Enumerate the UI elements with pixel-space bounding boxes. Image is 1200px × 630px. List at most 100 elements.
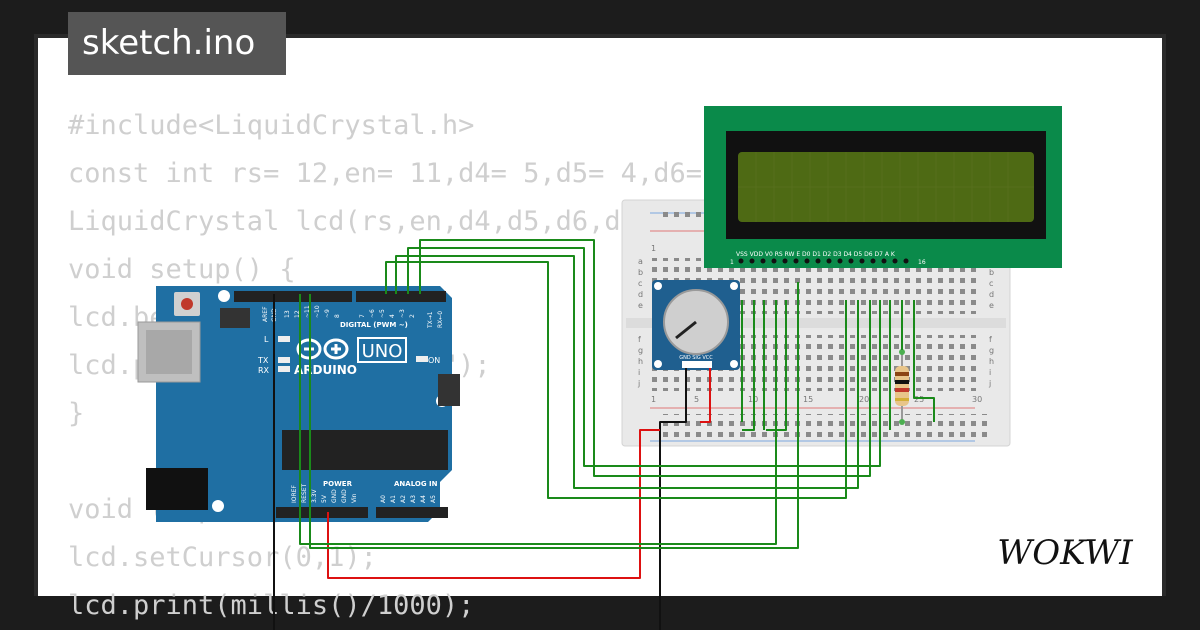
row-letter: c — [638, 279, 642, 288]
analog-pin-label: A4 — [420, 495, 427, 503]
board-model: UNO — [362, 341, 403, 362]
breadboard-col-number: 25 — [914, 395, 924, 404]
power-header — [276, 507, 368, 518]
wire-lcd-vdd[interactable] — [742, 300, 755, 431]
analog-pin-label: A2 — [400, 495, 407, 503]
wire-pot-vcc[interactable] — [700, 368, 711, 423]
pin-label: TX→1 — [427, 311, 434, 329]
pin-label: 12 — [294, 310, 301, 318]
code-line: void setup() { — [68, 254, 296, 285]
icsp-header — [220, 308, 250, 328]
code-line: LiquidCrystal lcd(rs,en,d4,d5,d6,d7); — [68, 206, 670, 237]
pin-label: ~5 — [379, 309, 386, 318]
wire-group — [273, 239, 935, 630]
pin-label: 13 — [284, 310, 291, 318]
pin-label: AREF — [262, 306, 269, 322]
lcd-pin-labels: VSS VDD V0 RS RW E D0 D1 D2 D3 D4 D5 D6 … — [736, 251, 896, 258]
row-letter: e — [638, 301, 643, 310]
power-pin-label: IOREF — [291, 485, 298, 503]
wire-5v-red[interactable] — [327, 429, 660, 579]
row-letter: h — [638, 357, 643, 366]
breadboard-col-number: 30 — [972, 395, 982, 404]
row-letter: h — [989, 357, 994, 366]
analog-pin-label: A5 — [430, 495, 437, 503]
analog-pin-label: A3 — [410, 495, 417, 503]
code-line: } — [68, 398, 85, 429]
mount-hole — [445, 483, 457, 495]
power-jack — [146, 468, 208, 510]
icsp-header-right — [438, 374, 460, 406]
row-letter: d — [638, 290, 643, 299]
wokwi-logo-text: WOKWI — [997, 533, 1133, 573]
row-letter: g — [638, 346, 643, 355]
wire-pot-gnd[interactable] — [659, 368, 687, 630]
wire-d5[interactable] — [385, 261, 847, 499]
pot-pin-labels: GND SIG VCC — [679, 355, 713, 361]
resistor[interactable] — [895, 349, 909, 425]
led-label: RX — [258, 366, 270, 375]
breadboard-col-number: 15 — [803, 395, 813, 404]
pin-label: RX←0 — [437, 311, 444, 328]
power-pin-label: GND — [341, 489, 348, 503]
digital-header-right — [356, 291, 446, 302]
row-letter: j — [637, 379, 640, 388]
row-letter: g — [989, 346, 994, 355]
led-l — [278, 336, 290, 342]
pin-label: 7 — [359, 314, 366, 318]
breadboard-col-number: 1 — [651, 244, 656, 253]
board-brand: ARDUINO — [294, 363, 357, 377]
pin-label: ~9 — [324, 309, 331, 318]
lcd-pin-end: 16 — [918, 259, 926, 266]
row-letter: e — [989, 301, 994, 310]
pin-label: ~6 — [369, 309, 376, 318]
lcd-display[interactable]: VSS VDD V0 RS RW E D0 D1 D2 D3 D4 D5 D6 … — [704, 106, 1062, 268]
file-tab-label: sketch.ino — [82, 23, 256, 63]
led-label: L — [264, 335, 269, 344]
led-rx — [278, 366, 290, 372]
code-line: lcd.print(millis()/1000); — [68, 590, 475, 621]
power-pin-label: GND — [331, 489, 338, 503]
digital-header-left — [234, 291, 352, 302]
mount-hole — [218, 290, 230, 302]
analog-header — [376, 507, 448, 518]
power-pin-label: Vin — [351, 493, 358, 503]
pin-label: ~11 — [304, 305, 311, 318]
power-pin-label: RESET — [301, 483, 308, 503]
row-letter: d — [989, 290, 994, 299]
row-letter: i — [638, 368, 640, 377]
power-label: POWER — [323, 480, 353, 488]
analog-pin-label: A1 — [390, 495, 397, 503]
power-pin-label: 5V — [321, 494, 328, 503]
pin-label: ~10 — [314, 305, 321, 318]
led-label: TX — [257, 356, 269, 365]
uno-badge — [357, 337, 407, 363]
row-letter: b — [989, 268, 994, 277]
led-on — [416, 356, 428, 362]
wire-lcd-k[interactable] — [913, 300, 935, 422]
wokwi-logo: WOKWI — [976, 526, 1154, 578]
pin-label: ~3 — [399, 309, 406, 318]
row-letter: f — [989, 335, 992, 344]
potentiometer[interactable]: GND SIG VCC — [652, 280, 740, 370]
on-label: ON — [428, 356, 440, 365]
code-line: #include<LiquidCrystal.h> — [68, 110, 475, 141]
led-tx — [278, 357, 290, 363]
wire-en[interactable] — [309, 282, 799, 549]
row-letter: f — [638, 335, 641, 344]
power-pin-label: 3.3V — [311, 488, 318, 503]
row-letter: b — [638, 268, 643, 277]
breadboard-col-number: 1 — [651, 395, 656, 404]
row-letter: i — [989, 368, 991, 377]
microcontroller-chip — [282, 430, 448, 470]
file-tab[interactable]: sketch.ino — [68, 12, 286, 75]
row-letter: j — [988, 379, 991, 388]
wire-lcd-rw[interactable] — [766, 300, 787, 431]
center-channel — [626, 318, 1006, 328]
mount-hole — [212, 500, 224, 512]
wire-rs[interactable] — [299, 294, 777, 545]
row-letter: a — [638, 257, 643, 266]
breadboard-col-number: 5 — [694, 395, 699, 404]
lcd-pin-start: 1 — [730, 259, 734, 266]
breadboard-col-number: 20 — [859, 395, 869, 404]
